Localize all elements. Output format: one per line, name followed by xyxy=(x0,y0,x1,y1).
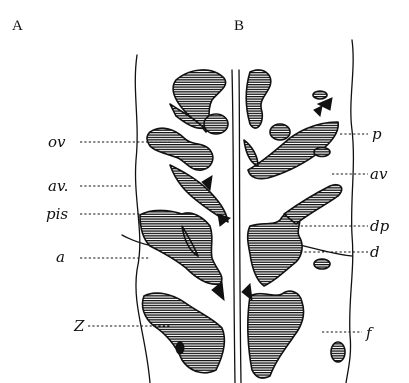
label-dp: dp xyxy=(370,217,390,235)
label-pis: pis xyxy=(46,205,68,223)
label-ov: ov xyxy=(48,133,66,151)
label-p: p xyxy=(372,125,382,143)
label-av-right: av xyxy=(370,165,388,183)
label-a: a xyxy=(56,248,65,266)
label-d: d xyxy=(370,243,380,261)
label-z: Z xyxy=(73,317,85,335)
leader-lines xyxy=(80,134,368,332)
panel-label-a: A xyxy=(12,18,23,34)
label-f: f xyxy=(365,324,374,342)
panel-label-b: B xyxy=(234,18,244,34)
label-av-left: av. xyxy=(48,177,68,195)
